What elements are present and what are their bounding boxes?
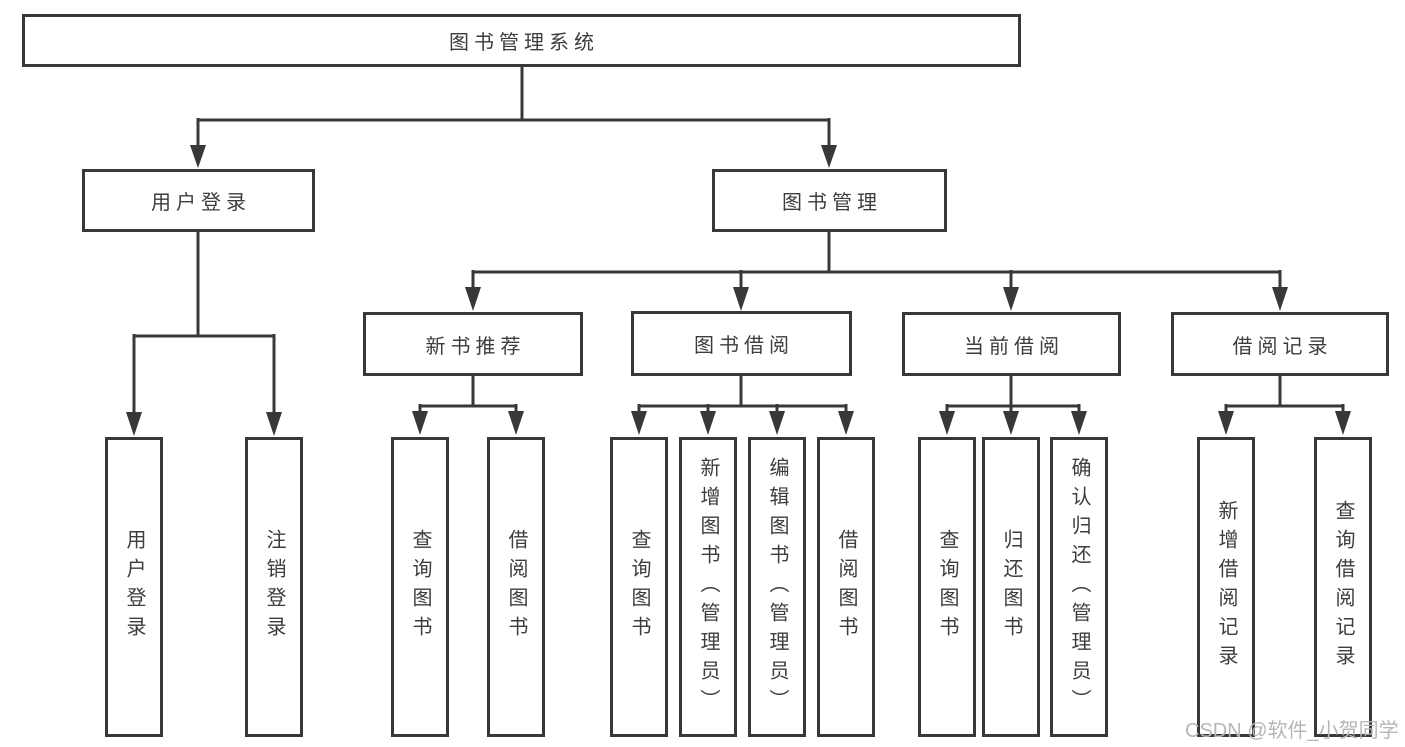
arrowheads	[126, 145, 1351, 436]
arrowhead-icon	[733, 287, 749, 311]
node-leaf-borrow-borrow: 借阅图书	[817, 437, 875, 737]
node-leaf-logout-label: 注销登录	[263, 529, 285, 645]
node-leaf-user-login-label: 用户登录	[123, 529, 145, 645]
arrowhead-icon	[1335, 411, 1351, 435]
arrowhead-icon	[465, 287, 481, 311]
arrowhead-icon	[769, 411, 785, 435]
arrowhead-icon	[126, 412, 142, 436]
node-leaf-borrow-query: 查询图书	[610, 437, 668, 737]
node-leaf-user-login: 用户登录	[105, 437, 163, 737]
node-leaf-borrow-add-label: 新增图书（管理员）	[697, 456, 719, 718]
node-leaf-borrow-edit-label: 编辑图书（管理员）	[766, 456, 788, 718]
node-leaf-record-add-label: 新增借阅记录	[1215, 500, 1237, 674]
arrowhead-icon	[1218, 411, 1234, 435]
node-current-borrow-label: 当前借阅	[964, 335, 1064, 358]
arrowhead-icon	[838, 411, 854, 435]
node-book-borrow-label: 图书借阅	[694, 335, 794, 357]
node-leaf-newbook-query: 查询图书	[391, 437, 449, 737]
arrowhead-icon	[1003, 411, 1019, 435]
node-new-book-recommend: 新书推荐	[363, 312, 583, 376]
node-new-book-recommend-label: 新书推荐	[425, 335, 526, 358]
node-borrow-record: 借阅记录	[1171, 312, 1389, 376]
node-leaf-current-confirm: 确认归还（管理员）	[1050, 437, 1108, 737]
node-user-login-label: 用户登录	[151, 192, 251, 214]
node-leaf-newbook-query-label: 查询图书	[409, 529, 431, 645]
node-root: 图书管理系统	[22, 14, 1021, 67]
arrowhead-icon	[631, 411, 647, 435]
node-leaf-current-query-label: 查询图书	[936, 529, 958, 645]
node-leaf-newbook-borrow-label: 借阅图书	[505, 529, 527, 645]
node-leaf-logout: 注销登录	[245, 437, 303, 737]
arrowhead-icon	[508, 411, 524, 435]
node-leaf-current-return: 归还图书	[982, 437, 1040, 737]
node-leaf-current-return-label: 归还图书	[1000, 529, 1022, 645]
node-leaf-newbook-borrow: 借阅图书	[487, 437, 545, 737]
arrowhead-icon	[1272, 287, 1288, 311]
node-current-borrow: 当前借阅	[902, 312, 1121, 376]
arrowhead-icon	[1071, 411, 1087, 435]
node-leaf-record-query: 查询借阅记录	[1314, 437, 1372, 737]
csdn-watermark: CSDN @软件_小贺同学	[1185, 720, 1399, 742]
node-leaf-current-confirm-label: 确认归还（管理员）	[1068, 456, 1090, 718]
node-leaf-record-query-label: 查询借阅记录	[1332, 500, 1354, 674]
node-book-management-label: 图书管理	[782, 192, 882, 214]
arrowhead-icon	[700, 411, 716, 435]
node-leaf-borrow-borrow-label: 借阅图书	[835, 529, 857, 645]
node-leaf-borrow-add: 新增图书（管理员）	[679, 437, 737, 737]
arrowhead-icon	[412, 411, 428, 435]
node-book-borrow: 图书借阅	[631, 311, 852, 376]
node-borrow-record-label: 借阅记录	[1232, 335, 1333, 358]
arrowhead-icon	[939, 411, 955, 435]
node-leaf-borrow-query-label: 查询图书	[628, 529, 650, 645]
arrowhead-icon	[190, 145, 206, 168]
node-leaf-current-query: 查询图书	[918, 437, 976, 737]
arrowhead-icon	[266, 412, 282, 436]
node-book-management: 图书管理	[712, 169, 947, 232]
node-user-login: 用户登录	[82, 169, 315, 232]
node-leaf-record-add: 新增借阅记录	[1197, 437, 1255, 737]
arrowhead-icon	[821, 145, 837, 168]
node-root-label: 图书管理系统	[449, 32, 599, 54]
node-leaf-borrow-edit: 编辑图书（管理员）	[748, 437, 806, 737]
arrowhead-icon	[1003, 287, 1019, 311]
